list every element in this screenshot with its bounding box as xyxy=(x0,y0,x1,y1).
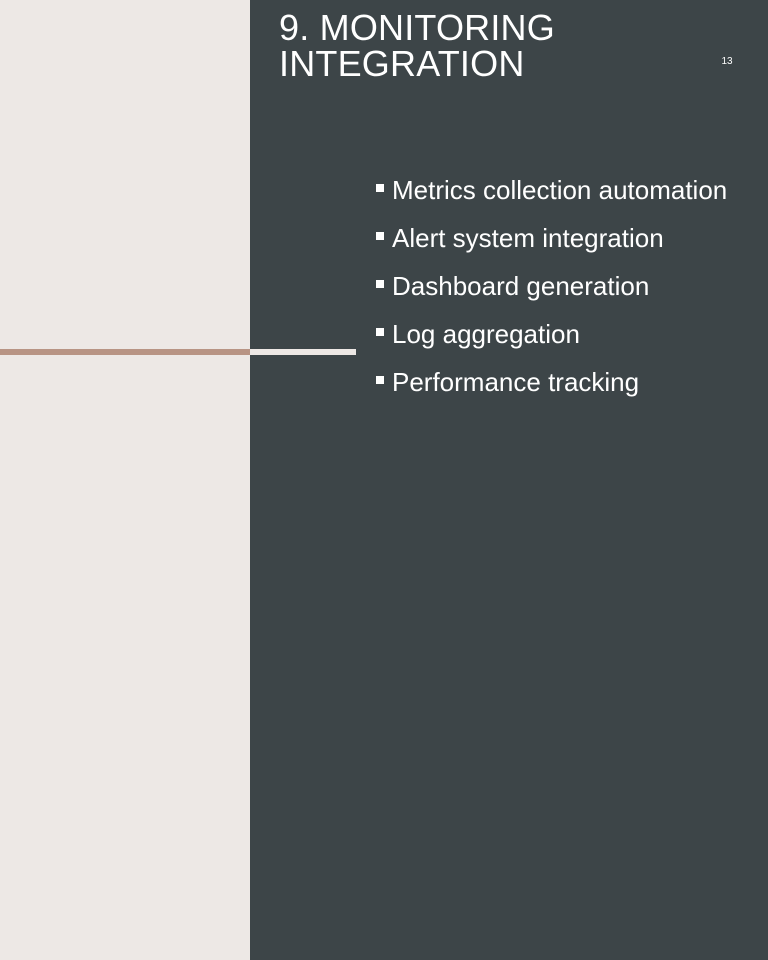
bullet-text: Metrics collection automation xyxy=(392,175,728,205)
bullet-item: Metrics collection automation xyxy=(375,166,745,214)
bullet-text: Log aggregation xyxy=(392,319,580,349)
bullet-text: Performance tracking xyxy=(392,367,640,397)
square-bullet-icon xyxy=(376,328,384,336)
square-bullet-icon xyxy=(376,232,384,240)
bullet-item: Log aggregation xyxy=(375,310,745,358)
square-bullet-icon xyxy=(376,280,384,288)
bullet-item: Dashboard generation xyxy=(375,262,745,310)
light-divider-line xyxy=(250,349,356,355)
bullet-item: Alert system integration xyxy=(375,214,745,262)
square-bullet-icon xyxy=(376,184,384,192)
content-panel xyxy=(250,0,768,960)
bullet-text: Dashboard generation xyxy=(392,271,650,301)
bullet-item: Performance tracking xyxy=(375,358,745,406)
slide-title: 9. MONITORING INTEGRATION xyxy=(279,7,555,84)
accent-divider-line xyxy=(0,349,250,355)
page-number: 13 xyxy=(721,56,733,67)
left-panel xyxy=(0,0,250,960)
square-bullet-icon xyxy=(376,376,384,384)
bullet-text: Alert system integration xyxy=(392,223,664,253)
bullet-list: Metrics collection automation Alert syst… xyxy=(375,166,745,406)
